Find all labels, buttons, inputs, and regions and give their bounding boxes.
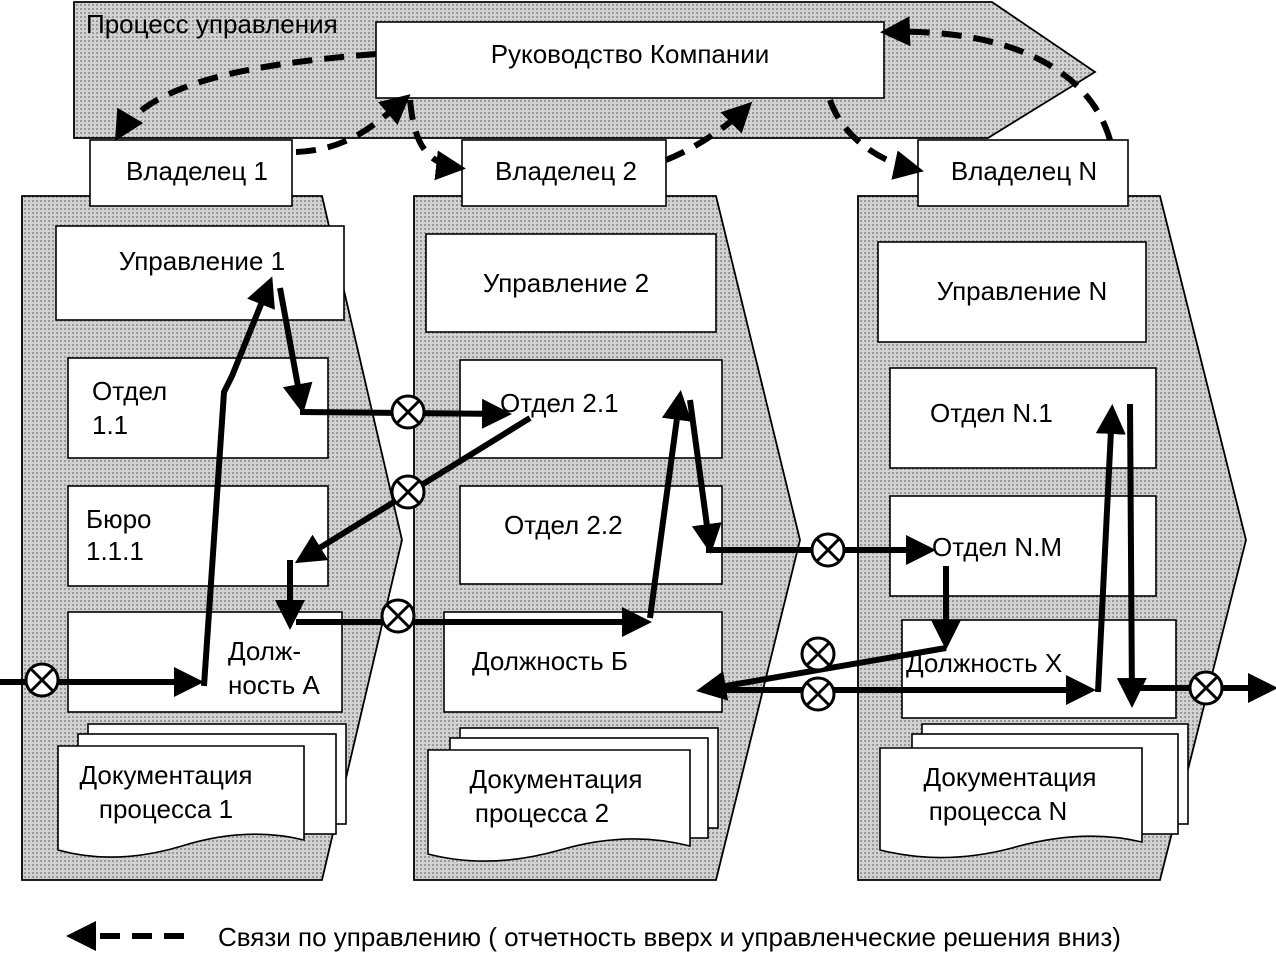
directorate-n-box: [877, 241, 1147, 343]
department-2-2-box: [459, 485, 723, 585]
junction-1: [390, 394, 426, 430]
mgmt-to-owner-1-dashed-arrow: [114, 51, 377, 142]
department-1-1-label-line1: Отдел: [92, 376, 167, 406]
owner-n-to-mgmt-dashed-arrow: [880, 16, 1113, 141]
position-x-to-department-n-1-arrow: [1095, 404, 1126, 693]
department-2-1-label: Отдел 2.1: [500, 388, 619, 418]
owner-1-label: Владелец 1: [126, 156, 268, 186]
docs-2-front-sheet: [427, 749, 691, 862]
owner-2-to-mgmt-dashed-arrow: [664, 101, 753, 163]
junction-2: [390, 474, 426, 510]
directorate-1-label: Управление 1: [119, 246, 285, 276]
junction-4: [810, 532, 846, 568]
docs-1-front-sheet: [57, 745, 305, 858]
junction-3: [380, 598, 416, 634]
position-b-box: [443, 611, 723, 713]
docs-2-label-line2: процесса 2: [475, 798, 609, 828]
owner-2-box: [461, 139, 667, 207]
docs-n-front-sheet: [879, 747, 1143, 859]
docs-2-label-line1: Документация: [470, 764, 643, 794]
position-b-to-department-2-1-arrow: [647, 390, 692, 619]
legend-text: Связи по управлению ( отчетность вверх и…: [218, 922, 1121, 952]
bureau-1-1-1-box: [67, 485, 329, 587]
docs-1-label-line2: процесса 1: [99, 794, 233, 824]
department-1-1-box: [67, 357, 329, 459]
position-a-label-line2: ность А: [228, 670, 320, 700]
junction-5: [800, 636, 836, 672]
process-title: Процесс управления: [86, 9, 338, 39]
owner-1-to-mgmt-dashed-arrow: [295, 94, 411, 155]
directorate-1-to-department-1-1-arrow: [277, 287, 313, 414]
directorate-2-label: Управление 2: [483, 268, 649, 298]
docs-n-label-line2: процесса N: [929, 796, 1068, 826]
position-b-label: Должность Б: [472, 646, 628, 676]
mgmt-to-owner-n-dashed-arrow: [827, 98, 924, 180]
directorate-1-box: [55, 225, 345, 321]
department-2-1-down-arrow: [687, 399, 722, 554]
bureau-label-line2: 1.1.1: [86, 536, 144, 566]
department-1-1-label-line2: 1.1: [92, 410, 128, 440]
bureau-label-line1: Бюро: [86, 504, 151, 534]
junction-6: [800, 676, 836, 712]
directorate-n-label: Управление N: [937, 276, 1108, 306]
department-n-1-label: Отдел N.1: [930, 398, 1053, 428]
management-label: Руководство Компании: [491, 39, 770, 69]
junction-input: [24, 662, 60, 698]
owner-1-box: [89, 139, 293, 207]
department-2-2-label: Отдел 2.2: [504, 510, 623, 540]
position-a-to-directorate-1-arrow: [201, 276, 275, 687]
department-n-m-label: Отдел N.M: [932, 532, 1062, 562]
position-a-label-line1: Долж-: [228, 636, 301, 666]
directorate-2-box: [425, 233, 717, 333]
owner-n-label: Владелец N: [951, 156, 1097, 186]
mgmt-to-owner-2-dashed-arrow: [407, 99, 466, 181]
docs-n-label-line1: Документация: [924, 762, 1097, 792]
management-box: [375, 21, 885, 99]
department-n-1-down-arrow: [1116, 403, 1147, 708]
owner-n-box: [917, 139, 1129, 207]
owner-2-label: Владелец 2: [495, 156, 637, 186]
junction-output: [1188, 670, 1224, 706]
docs-1-label-line1: Документация: [80, 760, 253, 790]
